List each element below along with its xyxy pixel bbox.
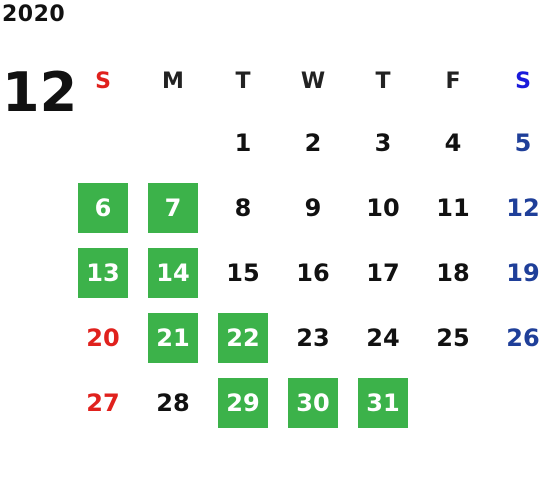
highlighted-day-number: 13 [78, 247, 128, 298]
weekday-header-sun: S [68, 52, 138, 110]
day-number: 25 [436, 323, 470, 352]
highlighted-day-number: 22 [218, 312, 268, 363]
calendar-day: 12 [488, 175, 548, 240]
calendar-day: 23 [278, 305, 348, 370]
weekday-label: W [300, 68, 326, 94]
calendar-day [68, 110, 138, 175]
calendar-day: 11 [418, 175, 488, 240]
weekday-header-thu: T [348, 52, 418, 110]
day-number: 16 [296, 258, 330, 287]
day-number [78, 118, 128, 168]
calendar-day: 10 [348, 175, 418, 240]
calendar-day: 4 [418, 110, 488, 175]
calendar-day: 24 [348, 305, 418, 370]
day-number: 17 [366, 258, 400, 287]
weekday-header-mon: M [138, 52, 208, 110]
calendar-day: 17 [348, 240, 418, 305]
weekday-header-fri: F [418, 52, 488, 110]
calendar-day: 9 [278, 175, 348, 240]
calendar-day [488, 370, 548, 435]
day-number: 9 [304, 193, 322, 222]
day-number: 26 [506, 323, 540, 352]
calendar-day: 29 [208, 370, 278, 435]
day-number: 3 [374, 128, 392, 157]
day-number: 24 [366, 323, 400, 352]
day-number: 11 [436, 193, 470, 222]
highlighted-day-number: 30 [288, 377, 338, 428]
day-number: 15 [226, 258, 260, 287]
calendar-day: 28 [138, 370, 208, 435]
calendar-day: 6 [68, 175, 138, 240]
calendar-day [418, 370, 488, 435]
calendar-day: 1 [208, 110, 278, 175]
highlighted-day-number: 31 [358, 377, 408, 428]
highlighted-day-number: 14 [148, 247, 198, 298]
calendar-day: 26 [488, 305, 548, 370]
day-number: 8 [234, 193, 252, 222]
weekday-label: S [95, 68, 111, 94]
weekday-label: M [162, 68, 184, 94]
day-number: 27 [86, 388, 120, 417]
highlighted-day-number: 29 [218, 377, 268, 428]
calendar-day: 30 [278, 370, 348, 435]
calendar-day: 8 [208, 175, 278, 240]
month-label: 12 [2, 61, 78, 124]
weekday-label: T [235, 68, 251, 94]
day-number [498, 378, 548, 428]
calendar-day: 16 [278, 240, 348, 305]
weekday-header-wed: W [278, 52, 348, 110]
calendar-day: 31 [348, 370, 418, 435]
calendar-day: 14 [138, 240, 208, 305]
highlighted-day-number: 7 [148, 182, 198, 233]
highlighted-day-number: 6 [78, 182, 128, 233]
day-number: 19 [506, 258, 540, 287]
day-number: 18 [436, 258, 470, 287]
calendar-day: 22 [208, 305, 278, 370]
calendar-day: 2 [278, 110, 348, 175]
calendar-day: 18 [418, 240, 488, 305]
day-number: 12 [506, 193, 540, 222]
calendar-day: 21 [138, 305, 208, 370]
calendar-day: 25 [418, 305, 488, 370]
calendar-day: 20 [68, 305, 138, 370]
calendar-day: 27 [68, 370, 138, 435]
day-number: 10 [366, 193, 400, 222]
weekday-label: F [445, 68, 461, 94]
day-number: 4 [444, 128, 462, 157]
day-number: 20 [86, 323, 120, 352]
weekday-label: S [515, 68, 531, 94]
weekday-header-tue: T [208, 52, 278, 110]
calendar-day: 3 [348, 110, 418, 175]
calendar-day: 13 [68, 240, 138, 305]
weekday-label: T [375, 68, 391, 94]
day-number: 23 [296, 323, 330, 352]
day-number [148, 118, 198, 168]
day-number: 1 [234, 128, 252, 157]
day-number: 2 [304, 128, 322, 157]
calendar-day [138, 110, 208, 175]
day-number [428, 378, 478, 428]
day-number: 5 [514, 128, 532, 157]
calendar-day: 15 [208, 240, 278, 305]
calendar-day: 7 [138, 175, 208, 240]
calendar-grid: S M T W T F S 1 2 3 4 5 6 7 8 9 10 11 12… [68, 52, 548, 435]
calendar-day: 5 [488, 110, 548, 175]
highlighted-day-number: 21 [148, 312, 198, 363]
calendar-day: 19 [488, 240, 548, 305]
day-number: 28 [156, 388, 190, 417]
weekday-header-sat: S [488, 52, 548, 110]
year-label: 2020 [2, 2, 66, 27]
